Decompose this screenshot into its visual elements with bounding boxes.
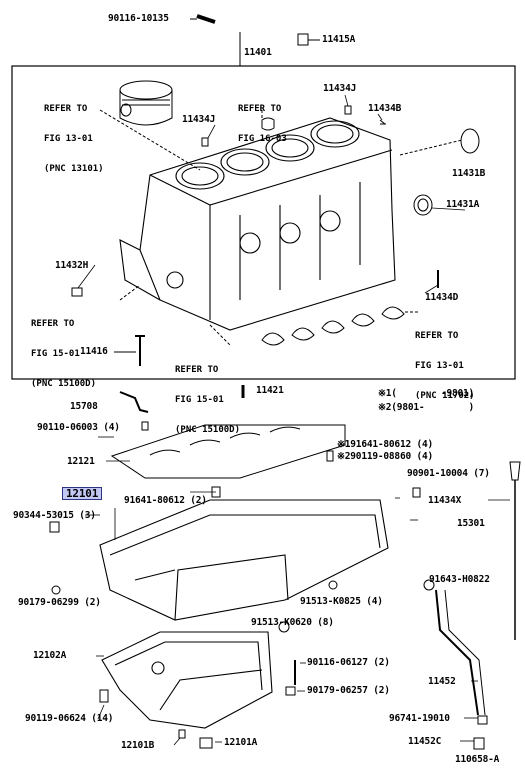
cylinder-block-icon xyxy=(119,117,396,331)
part-90119-08860[interactable]: ※290119-08860 (4) xyxy=(337,451,433,462)
part-90116-10135[interactable]: 90116-10135 xyxy=(108,13,169,24)
ref-line: REFER TO xyxy=(31,319,75,329)
part-11415A[interactable]: 11415A xyxy=(322,34,356,45)
part-11431B[interactable]: 11431B xyxy=(452,168,486,179)
part-90179-06299[interactable]: 90179-06299 (2) xyxy=(18,597,101,608)
part-90344-53015[interactable]: 90344-53015 (3) xyxy=(13,510,96,521)
part-11434X[interactable]: 11434X xyxy=(428,495,462,506)
ref-line: REFER TO xyxy=(175,365,219,375)
cap-16-03-icon xyxy=(261,117,275,131)
ref-line: (PNC 11702) xyxy=(415,391,475,401)
ref-line: FIG 13-01 xyxy=(44,134,93,144)
part-12101B[interactable]: 12101B xyxy=(121,740,155,751)
part-11432H[interactable]: 11432H xyxy=(55,260,89,271)
plug-icon xyxy=(297,33,320,46)
ref-fig-16-03[interactable]: REFER TO FIG 16-03 xyxy=(238,84,287,154)
ref-fig-13-01-piston[interactable]: REFER TO FIG 13-01 (PNC 13101) xyxy=(44,84,104,184)
part-96741-19010[interactable]: 96741-19010 xyxy=(389,713,450,724)
part-91513-K0825[interactable]: 91513-K0825 (4) xyxy=(300,596,383,607)
part-91641-80612-4-label: 91641-80612 (4) xyxy=(350,439,434,450)
bracket-15708-icon xyxy=(119,391,149,413)
ref-line: (PNC 15100D) xyxy=(31,379,97,389)
dipstick-icon xyxy=(509,461,521,640)
seal-11431B-icon xyxy=(460,128,480,154)
ref-line: REFER TO xyxy=(415,331,459,341)
marker-2: ※2 xyxy=(337,451,351,462)
oil-pan-lower-icon xyxy=(101,631,273,729)
part-12102A[interactable]: 12102A xyxy=(33,650,67,661)
ref-line: FIG 13-01 xyxy=(415,361,464,371)
legend-marker-2-symbol: ※2 xyxy=(378,402,392,413)
bolt-11416-icon xyxy=(135,335,145,366)
part-91641-80612-4[interactable]: ※191641-80612 (4) xyxy=(337,439,433,450)
ref-line: FIG 16-03 xyxy=(238,134,287,144)
part-11452C[interactable]: 11452C xyxy=(408,736,442,747)
bolt-11434B-icon xyxy=(379,119,386,125)
part-12101[interactable]: 12101 xyxy=(62,487,103,500)
part-11421[interactable]: 11421 xyxy=(256,385,284,396)
ref-fig-15-01-left[interactable]: REFER TO FIG 15-01 (PNC 15100D) xyxy=(31,299,96,399)
ref-line: REFER TO xyxy=(238,104,282,114)
part-90901-10004[interactable]: 90901-10004 (7) xyxy=(407,468,490,479)
ref-fig-13-01-bearing[interactable]: REFER TO FIG 13-01 (PNC 11702) xyxy=(415,311,475,411)
ref-fig-15-01-center[interactable]: REFER TO FIG 15-01 (PNC 15100D) xyxy=(175,345,240,445)
part-12121[interactable]: 12121 xyxy=(67,456,95,467)
piston-icon xyxy=(119,80,173,126)
seal-11431A-icon xyxy=(413,194,433,216)
marker-1: ※1 xyxy=(337,439,351,450)
ref-line: REFER TO xyxy=(44,104,88,114)
part-11434B[interactable]: 11434B xyxy=(368,103,402,114)
part-11434J-left[interactable]: 11434J xyxy=(182,114,216,125)
legend-marker-2: ※2(9801- ) xyxy=(378,402,474,413)
block-frame xyxy=(11,65,516,380)
part-11452[interactable]: 11452 xyxy=(428,676,456,687)
part-11434J-top[interactable]: 11434J xyxy=(323,83,357,94)
part-15301[interactable]: 15301 xyxy=(457,518,485,529)
ref-line: (PNC 13101) xyxy=(44,164,104,174)
part-12101A[interactable]: 12101A xyxy=(224,737,258,748)
legend-marker-2-range: (9801- ) xyxy=(391,402,475,413)
figure-id: 110658-A xyxy=(455,754,500,765)
part-91643-H0822[interactable]: 91643-H0822 xyxy=(429,574,490,585)
dipstick-guide-icon xyxy=(423,579,488,750)
bearing-set-icon xyxy=(261,306,405,346)
part-90119-08860-label: 90119-08860 (4) xyxy=(350,451,434,462)
ref-line: (PNC 15100D) xyxy=(175,425,241,435)
baffle-plate-icon xyxy=(110,424,346,479)
stud-bolt-icon xyxy=(190,14,216,24)
part-90119-06624[interactable]: 90119-06624 (14) xyxy=(25,713,114,724)
part-90110-06003[interactable]: 90110-06003 (4) xyxy=(37,422,120,433)
plug-11434J-left-icon xyxy=(201,137,209,147)
part-11431A[interactable]: 11431A xyxy=(446,199,480,210)
part-15708[interactable]: 15708 xyxy=(70,401,98,412)
ref-line: FIG 15-01 xyxy=(175,395,224,405)
ref-line: FIG 15-01 xyxy=(31,349,80,359)
plug-11434J-icon xyxy=(344,105,352,115)
part-91641-80612-2[interactable]: 91641-80612 (2) xyxy=(124,495,207,506)
part-11434D[interactable]: 11434D xyxy=(425,292,459,303)
legend-marker-1-range: ( -9801) xyxy=(391,388,475,399)
bolt-11432H-icon xyxy=(71,287,83,297)
oil-pan-upper-icon xyxy=(99,499,389,621)
part-90179-06257[interactable]: 90179-06257 (2) xyxy=(307,685,390,696)
legend-marker-1-symbol: ※1 xyxy=(378,388,392,399)
part-91513-K0620[interactable]: 91513-K0620 (8) xyxy=(251,617,334,628)
part-90116-06127[interactable]: 90116-06127 (2) xyxy=(307,657,390,668)
part-11416[interactable]: 11416 xyxy=(80,346,108,357)
legend-marker-1: ※1( -9801) xyxy=(378,388,474,399)
part-11401[interactable]: 11401 xyxy=(244,47,272,58)
